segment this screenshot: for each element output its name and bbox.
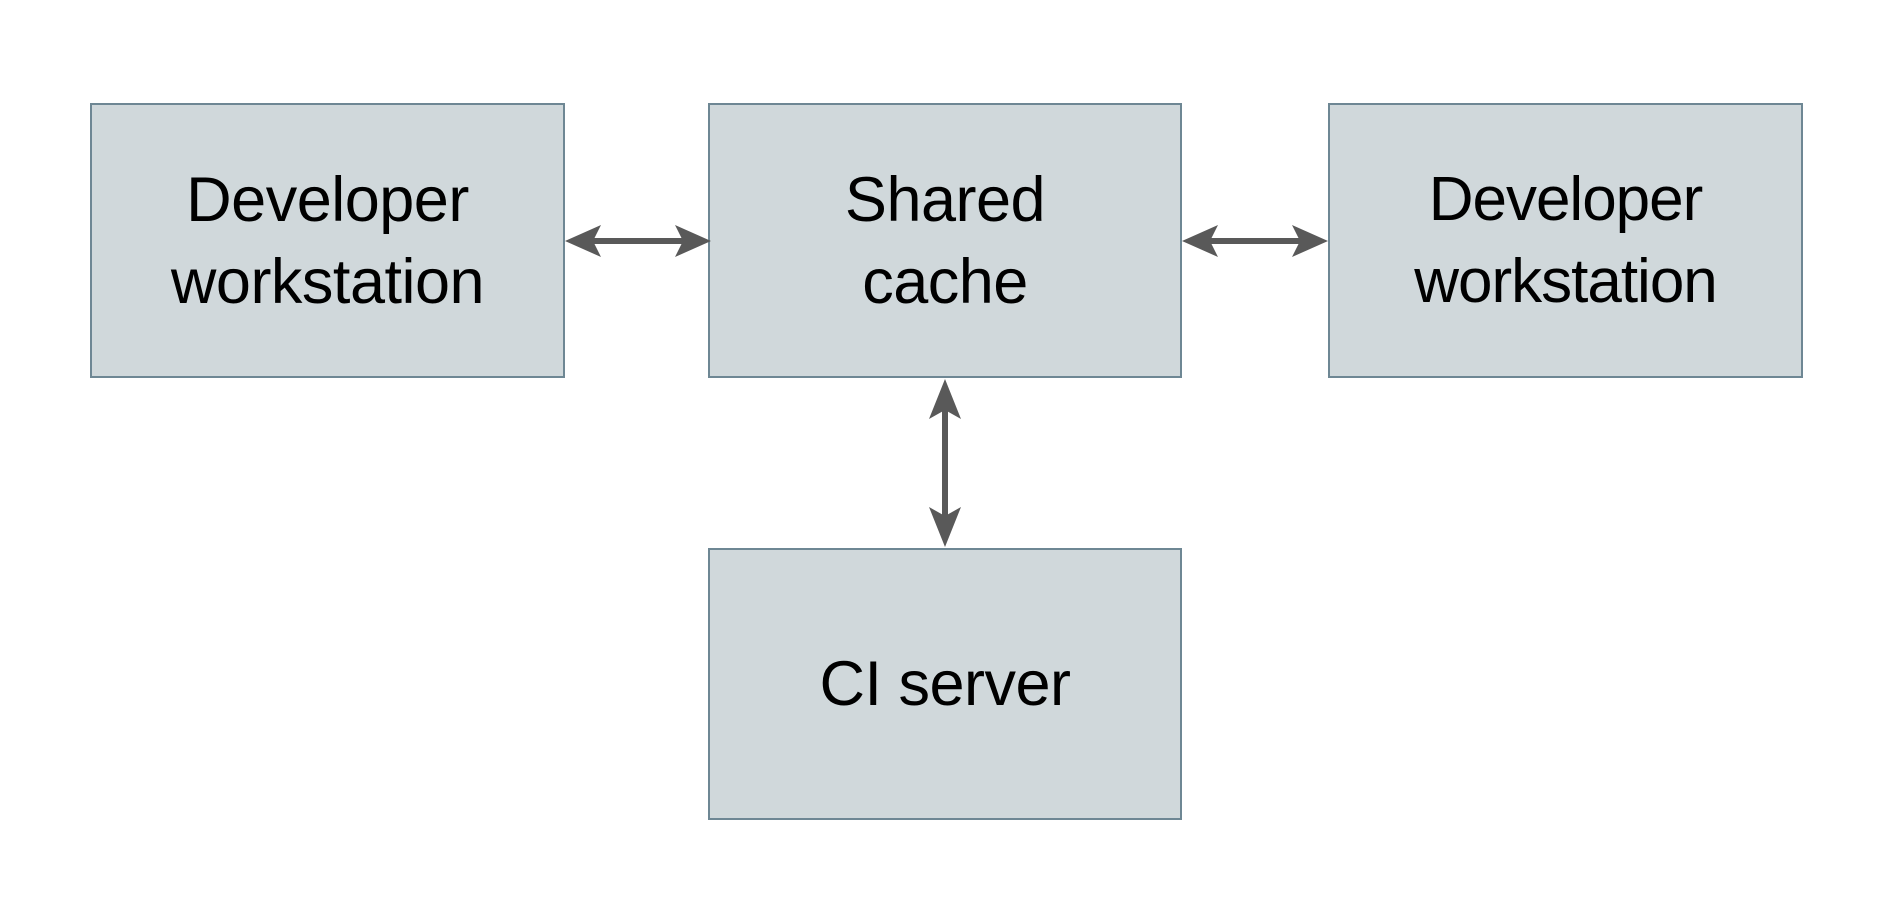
node-developer-workstation-right[interactable]: Developer workstation (1328, 103, 1803, 378)
node-ci-server[interactable]: CI server (708, 548, 1182, 820)
edge-shared-cache-to-ci-server (916, 374, 974, 552)
double-arrow-icon (565, 225, 711, 257)
node-label: Developer workstation (170, 164, 485, 317)
node-shared-cache[interactable]: Shared cache (708, 103, 1182, 378)
node-label: Shared cache (844, 164, 1046, 317)
edge-shared-cache-to-dev-right (1177, 212, 1333, 270)
node-label: Developer workstation (1414, 164, 1718, 316)
node-developer-workstation-left[interactable]: Developer workstation (90, 103, 565, 378)
double-arrow-icon (1182, 225, 1328, 257)
double-arrow-icon (929, 379, 961, 547)
node-label: CI server (819, 649, 1071, 719)
edge-dev-left-to-shared-cache (560, 212, 716, 270)
